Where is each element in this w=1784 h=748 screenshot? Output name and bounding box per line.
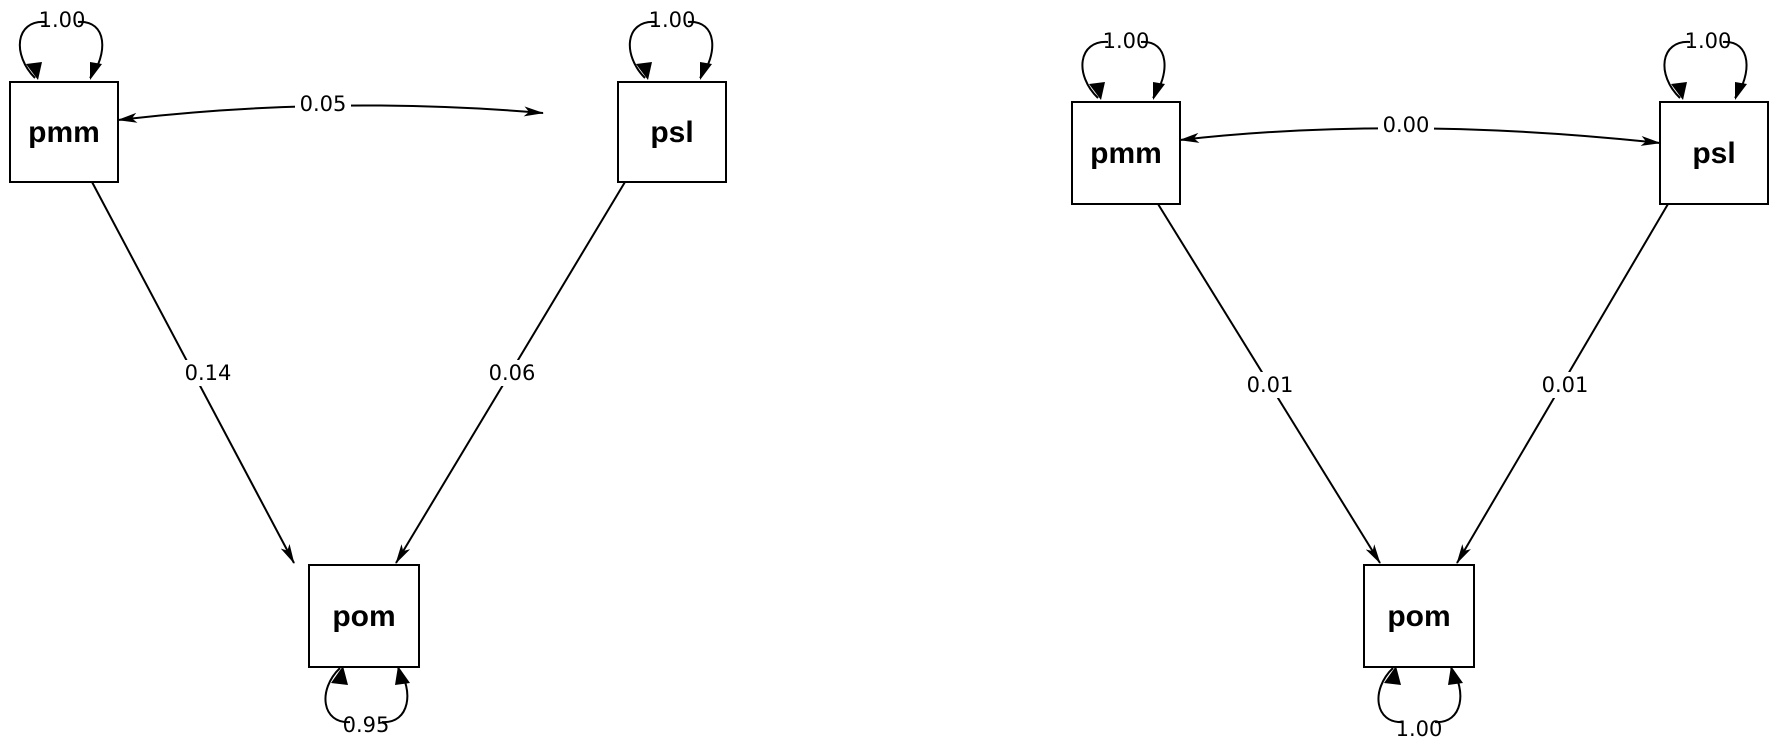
variance-label-psl: 1.00 <box>649 8 696 32</box>
variance-arrowhead <box>1153 82 1165 100</box>
variance-arrowhead <box>1671 82 1687 100</box>
node-box <box>617 81 727 183</box>
node-label-pmm: pmm <box>1090 137 1162 170</box>
variance-arrowhead <box>1089 82 1105 100</box>
label-background <box>1537 372 1593 398</box>
node-box <box>9 81 119 183</box>
label-background <box>484 360 540 386</box>
variance-arrowhead <box>1384 666 1401 685</box>
node-psl: psl <box>1659 101 1769 205</box>
label-background <box>295 92 351 116</box>
label-background <box>1242 372 1298 398</box>
variance-label-pom: 1.00 <box>1396 717 1443 741</box>
variance-label-pmm: 1.00 <box>1103 29 1150 53</box>
path-label-psl-pom: 0.01 <box>1542 373 1589 397</box>
diagram-right: 0.00 0.01 0.01 1.00 1.00 1.00 pmm psl <box>1071 29 1769 741</box>
label-background <box>1378 113 1434 137</box>
node-box <box>308 564 420 668</box>
covariance-label-pmm-psl: 0.00 <box>1383 113 1430 137</box>
variance-arrowhead <box>1448 666 1463 685</box>
node-label-psl: psl <box>650 116 693 149</box>
diagram-left: 0.05 0.14 0.06 1.00 1.00 0.95 pmm psl <box>9 8 727 737</box>
node-pmm: pmm <box>9 81 119 183</box>
node-label-pom: pom <box>332 600 395 633</box>
variance-arrowhead <box>90 62 102 80</box>
covariance-label-pmm-psl: 0.05 <box>300 92 347 116</box>
variance-arrowhead <box>700 62 712 80</box>
node-pom: pom <box>1363 564 1475 668</box>
node-label-psl: psl <box>1692 137 1735 170</box>
node-pom: pom <box>308 564 420 668</box>
variance-label-pom: 0.95 <box>343 713 390 737</box>
node-box <box>1363 564 1475 668</box>
variance-arrowhead <box>636 62 652 80</box>
variance-label-psl: 1.00 <box>1685 29 1732 53</box>
node-box <box>1071 101 1181 205</box>
node-box <box>1659 101 1769 205</box>
node-pmm: pmm <box>1071 101 1181 205</box>
variance-arrowhead <box>1735 82 1747 100</box>
node-label-pom: pom <box>1387 600 1450 633</box>
path-label-pmm-pom: 0.01 <box>1247 373 1294 397</box>
path-label-psl-pom: 0.06 <box>489 361 536 385</box>
variance-label-pmm: 1.00 <box>39 8 86 32</box>
variance-arrowhead <box>26 62 42 80</box>
node-psl: psl <box>617 81 727 183</box>
variance-arrowhead <box>331 666 348 685</box>
variance-arrowhead <box>395 666 410 685</box>
label-background <box>180 360 236 386</box>
node-label-pmm: pmm <box>28 116 100 149</box>
path-label-pmm-pom: 0.14 <box>185 361 232 385</box>
